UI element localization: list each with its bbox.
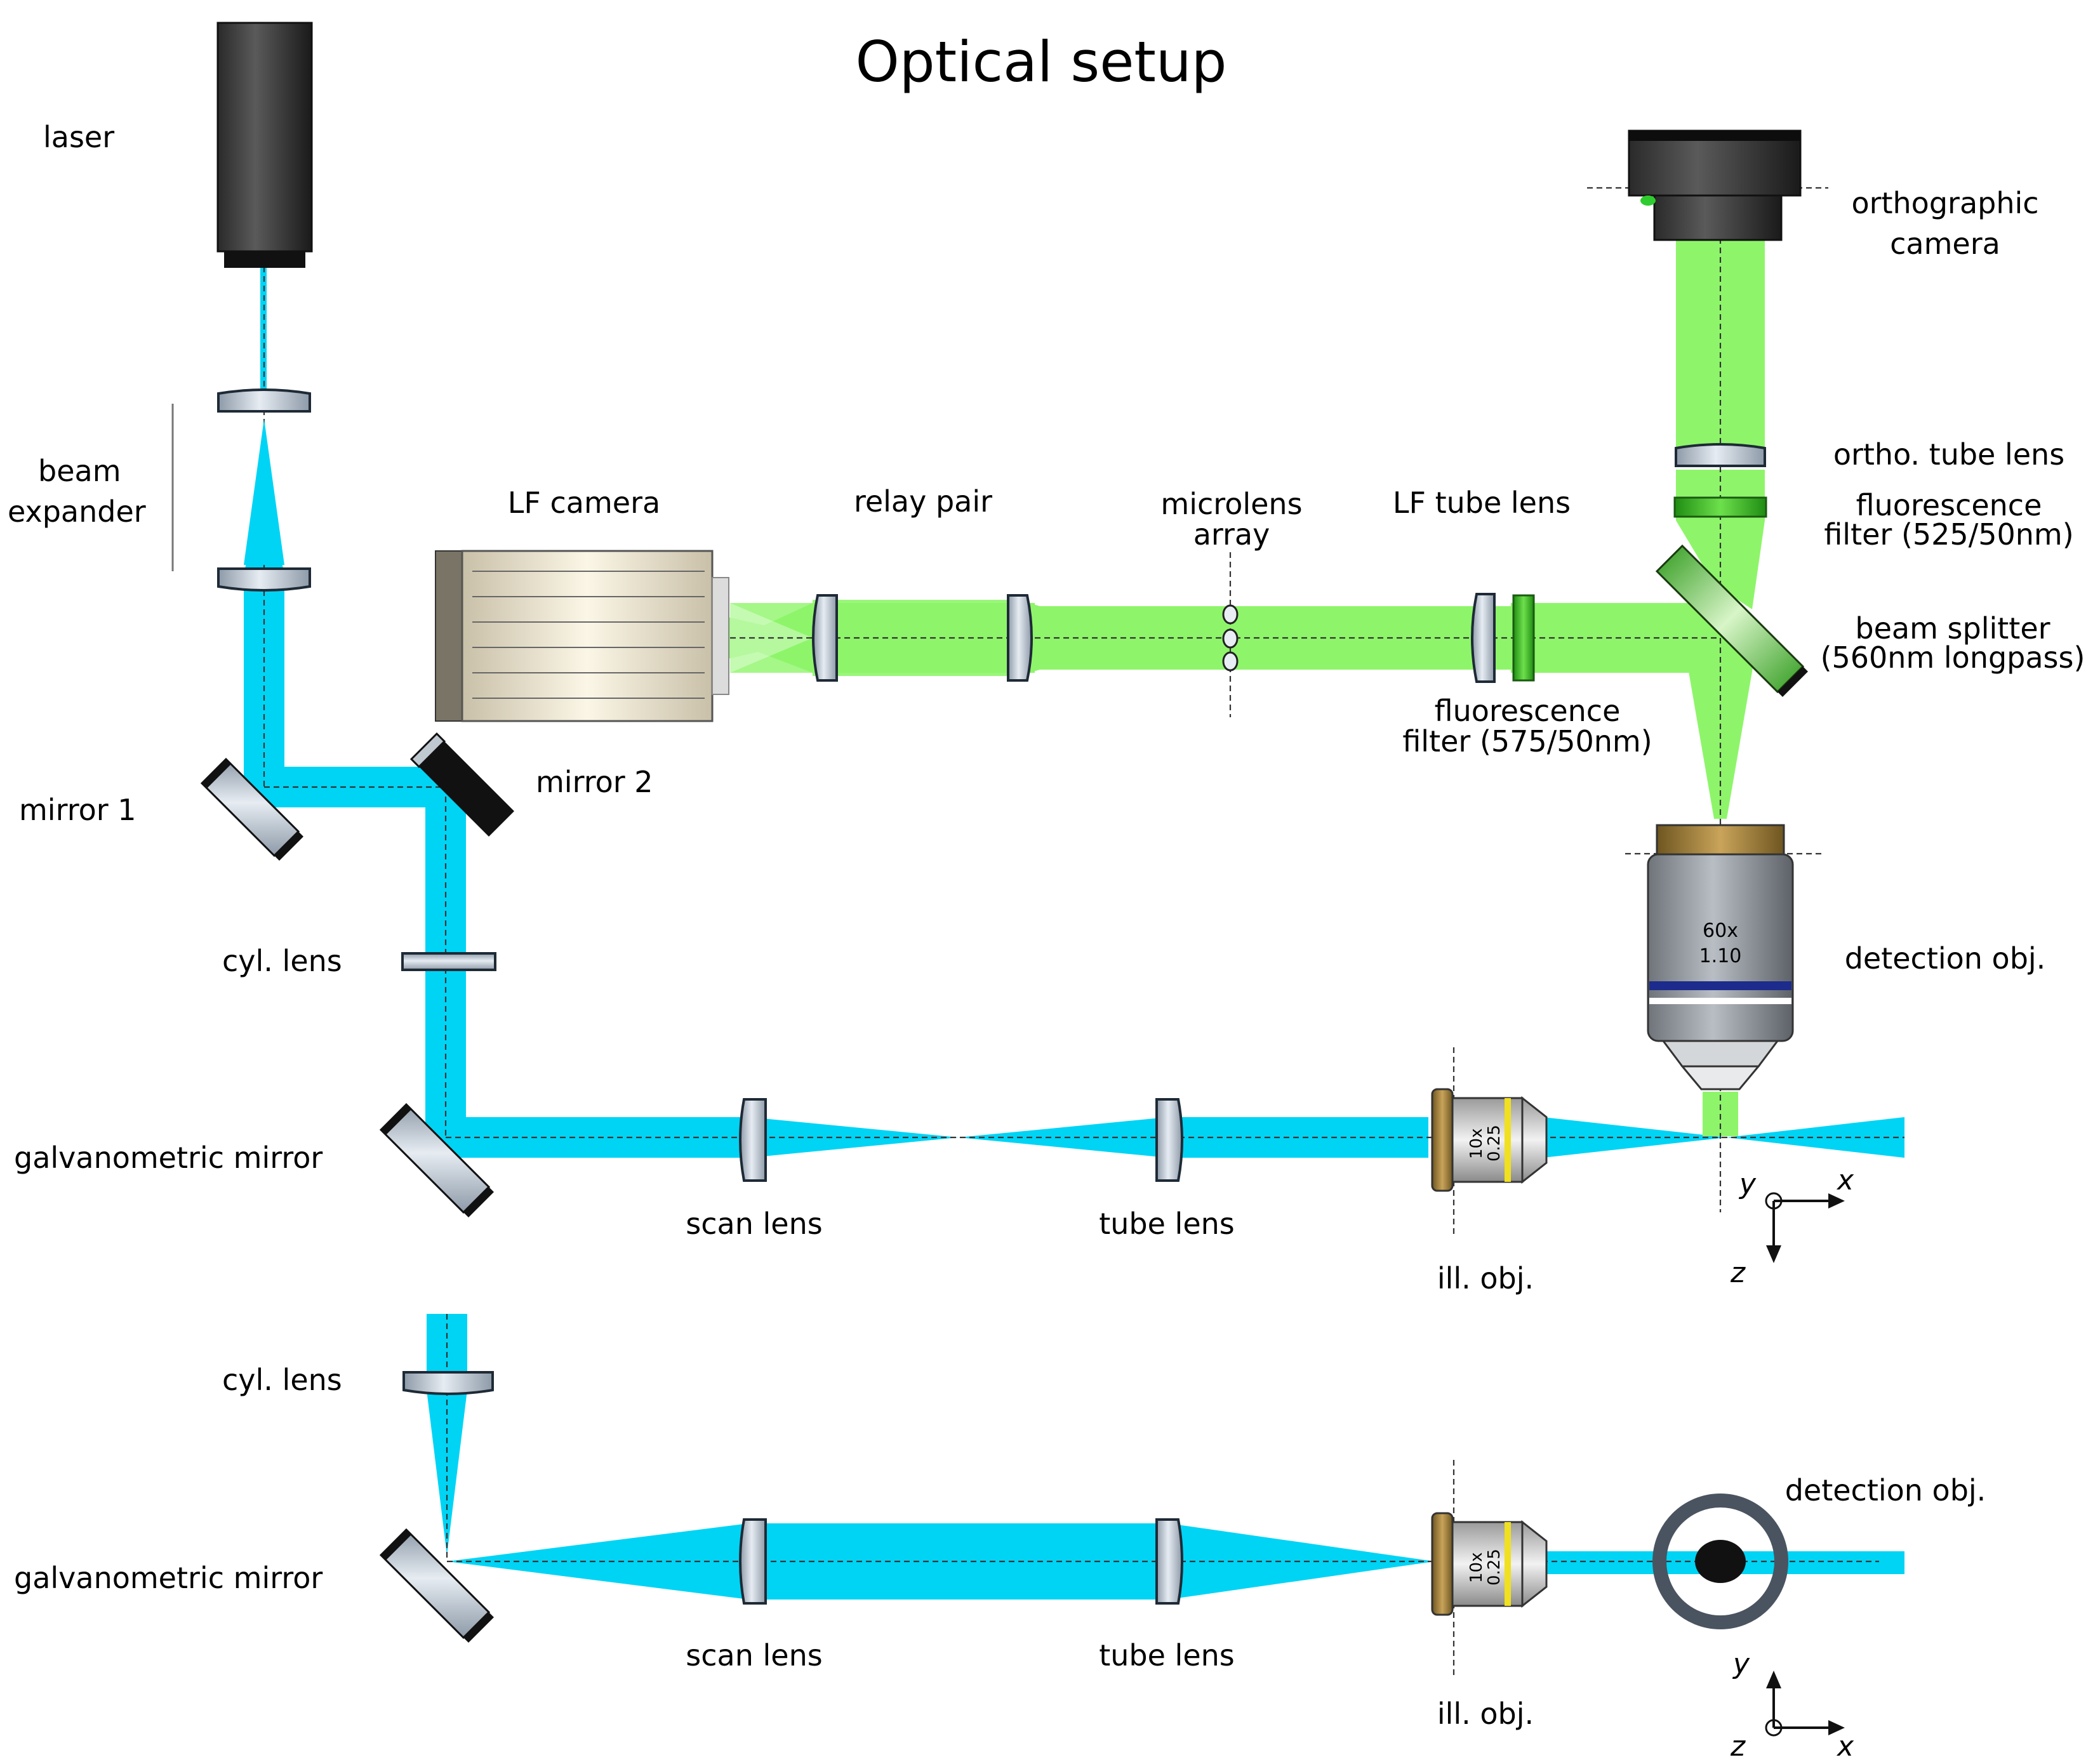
- scan-lens-top: [739, 1098, 767, 1182]
- ill-obj-top-label: ill. obj.: [1437, 1261, 1534, 1295]
- relay-lens-2: [1007, 594, 1033, 682]
- beam-expander-lens-top: [217, 388, 311, 413]
- detection-objective-mag: 60x: [1703, 920, 1738, 942]
- ill-objective-bottom: 10x 0.25: [1431, 1512, 1548, 1616]
- detection-objective-end-view: [1652, 1494, 1788, 1629]
- fluorescence-filter-575: [1512, 594, 1535, 682]
- mirror-2-label: mirror 2: [536, 765, 653, 799]
- laser-label: laser: [43, 120, 114, 154]
- axis-bottom-z: z: [1730, 1730, 1746, 1762]
- tube-lens-top-label: tube lens: [1099, 1207, 1235, 1241]
- detection-objective: 60x 1.10: [1647, 824, 1794, 1090]
- lf-tube-lens: [1471, 593, 1496, 683]
- axis-bottom-x: x: [1836, 1730, 1854, 1762]
- cyl-lens-top: [401, 952, 496, 971]
- fluorescence-filter-525: [1673, 496, 1767, 518]
- axes-top: y x z: [1730, 1164, 1854, 1289]
- ortho-tube-lens: [1675, 443, 1766, 467]
- axis-top-x: x: [1836, 1164, 1854, 1196]
- fluor-filter-top-label-2: filter (525/50nm): [1824, 517, 2073, 552]
- mirror-1: [200, 757, 303, 861]
- detection-obj-bottom-label: detection obj.: [1785, 1473, 1986, 1507]
- beam-expander-label-1: beam: [38, 454, 121, 488]
- ill-objective-top: 10x 0.25: [1431, 1088, 1548, 1192]
- ill-objective-top-na: 0.25: [1485, 1125, 1504, 1162]
- fluor-filter-mid-label-2: filter (575/50nm): [1402, 724, 1652, 758]
- relay-lens-1: [812, 594, 838, 682]
- tube-lens-bottom: [1155, 1518, 1183, 1605]
- axis-top-y: y: [1738, 1168, 1757, 1200]
- axis-bottom-y: y: [1732, 1648, 1750, 1680]
- lf-camera-label: LF camera: [508, 486, 660, 520]
- scan-lens-top-label: scan lens: [686, 1207, 822, 1241]
- lf-camera: [435, 550, 729, 722]
- fluor-filter-mid-label-1: fluorescence: [1435, 694, 1621, 728]
- cyl-lens-bottom: [402, 1371, 494, 1395]
- mirror-2: [409, 732, 514, 837]
- beam-splitter: [1655, 544, 1808, 697]
- microlens-label-2: array: [1193, 517, 1270, 552]
- microlens-array: [1222, 604, 1239, 672]
- tube-lens-bottom-label: tube lens: [1099, 1638, 1235, 1673]
- ill-obj-bottom-label: ill. obj.: [1437, 1697, 1534, 1731]
- galvo-mirror-top: [379, 1103, 494, 1217]
- cyl-lens-top-label: cyl. lens: [222, 944, 342, 978]
- lf-tube-lens-label: LF tube lens: [1393, 486, 1571, 520]
- ill-objective-top-mag: 10x: [1467, 1129, 1486, 1159]
- fluor-filter-top-label-1: fluorescence: [1856, 488, 2042, 522]
- beam-splitter-label-2: (560nm longpass): [1821, 640, 2085, 675]
- ortho-camera-label-1: orthographic: [1851, 186, 2038, 220]
- ortho-tube-lens-label: ortho. tube lens: [1833, 437, 2064, 472]
- axes-bottom: y x z: [1730, 1648, 1854, 1762]
- cyl-lens-bottom-label: cyl. lens: [222, 1363, 342, 1397]
- mirror-1-label: mirror 1: [19, 793, 136, 827]
- tube-lens-top: [1155, 1098, 1183, 1182]
- ortho-camera-label-2: camera: [1890, 227, 2000, 261]
- detection-obj-top-label: detection obj.: [1845, 941, 2046, 976]
- emission-beam: [667, 229, 1765, 1136]
- ill-objective-bottom-mag: 10x: [1467, 1553, 1486, 1583]
- orthographic-camera: [1628, 129, 1802, 241]
- diagram-title: Optical setup: [856, 29, 1227, 95]
- ill-objective-bottom-na: 0.25: [1485, 1549, 1504, 1586]
- scan-lens-bottom-label: scan lens: [686, 1638, 822, 1673]
- scan-lens-bottom: [739, 1518, 767, 1605]
- laser: [216, 22, 313, 268]
- microlens-label-1: microlens: [1160, 487, 1302, 521]
- axis-top-z: z: [1730, 1257, 1746, 1289]
- galvo-mirror-bottom-label: galvanometric mirror: [14, 1561, 322, 1595]
- beam-expander-lens-bottom: [217, 567, 311, 592]
- beam-expander-cone: [244, 419, 284, 565]
- galvo-mirror-top-label: galvanometric mirror: [14, 1141, 322, 1175]
- beam-splitter-label-1: beam splitter: [1855, 611, 2050, 646]
- galvo-mirror-bottom: [379, 1528, 494, 1643]
- detection-objective-na: 1.10: [1699, 945, 1742, 967]
- beam-expander-label-2: expander: [8, 494, 146, 529]
- relay-pair-label: relay pair: [854, 484, 992, 519]
